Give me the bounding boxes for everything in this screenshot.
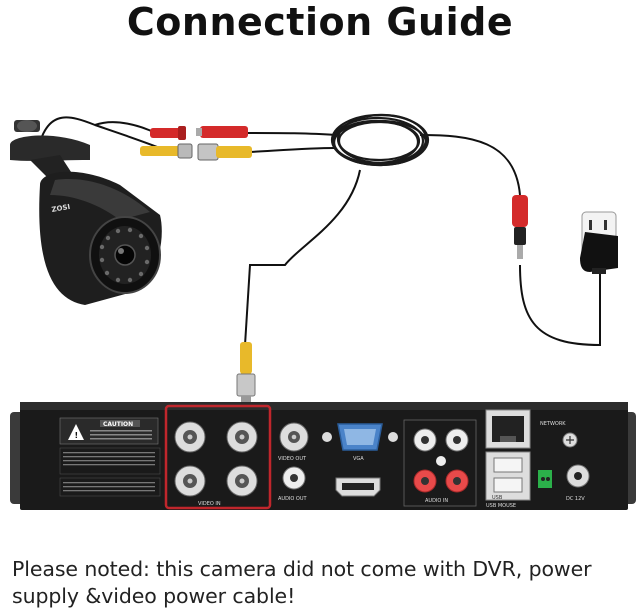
network-label: NETWORK (540, 421, 566, 427)
audio-in-ports: AUDIO IN (403, 419, 477, 507)
camera-power-jack-icon (150, 126, 186, 140)
hdmi-port (335, 477, 381, 497)
dvr-icon: ! CAUTION VIDEO IN VID (10, 402, 636, 510)
video-in-ports: VIDEO IN (174, 421, 258, 507)
caution-label: ! CAUTION (59, 417, 161, 497)
coil-to-dvr-cable (244, 169, 361, 346)
usb-mouse-label: USB MOUSE (486, 503, 516, 509)
video-out-label: VIDEO OUT (278, 456, 307, 462)
video-in-port-2 (226, 421, 258, 453)
extension-bnc-connector-icon (197, 143, 252, 161)
page-title: Connection Guide (126, 0, 514, 44)
camera-brand-label: ZOSI (51, 203, 71, 214)
network-port (485, 409, 531, 449)
vga-label: VGA (353, 456, 364, 462)
audio-out-port (282, 466, 306, 490)
power-adapter-icon (580, 232, 618, 274)
disclaimer-note: Please noted: this camera did not come w… (12, 557, 592, 608)
audio-out-label: AUDIO OUT (278, 496, 308, 502)
video-in-port-4 (226, 465, 258, 497)
power-plug-icon (512, 195, 528, 259)
security-camera-icon: ZOSI (10, 120, 162, 305)
extension-cable-top (247, 132, 336, 136)
usb-label: USB (492, 495, 503, 501)
coiled-cable-icon (330, 113, 430, 167)
dc-power-port: DC 12V (538, 464, 590, 502)
svg-text:!: ! (75, 431, 79, 440)
extension-power-plug-icon (196, 126, 248, 138)
audio-in-label: AUDIO IN (425, 498, 448, 504)
video-in-port-1 (174, 421, 206, 453)
video-in-label: VIDEO IN (198, 501, 221, 507)
cables (39, 116, 601, 347)
camera-pigtail-cable (39, 116, 166, 151)
camera-bnc-connector-icon (140, 143, 193, 159)
caution-title: CAUTION (103, 421, 133, 428)
extension-cable-top-2 (249, 147, 336, 153)
usb-ports: USB (485, 451, 531, 501)
dvr-bnc-connector-icon (236, 342, 256, 406)
highlight-box (164, 404, 272, 510)
adapter-cable (519, 264, 601, 347)
dc-label: DC 12V (566, 496, 585, 502)
vga-port (322, 423, 398, 451)
video-out-port (279, 422, 309, 452)
coil-to-power-cable (419, 134, 521, 196)
video-in-port-3 (174, 465, 206, 497)
